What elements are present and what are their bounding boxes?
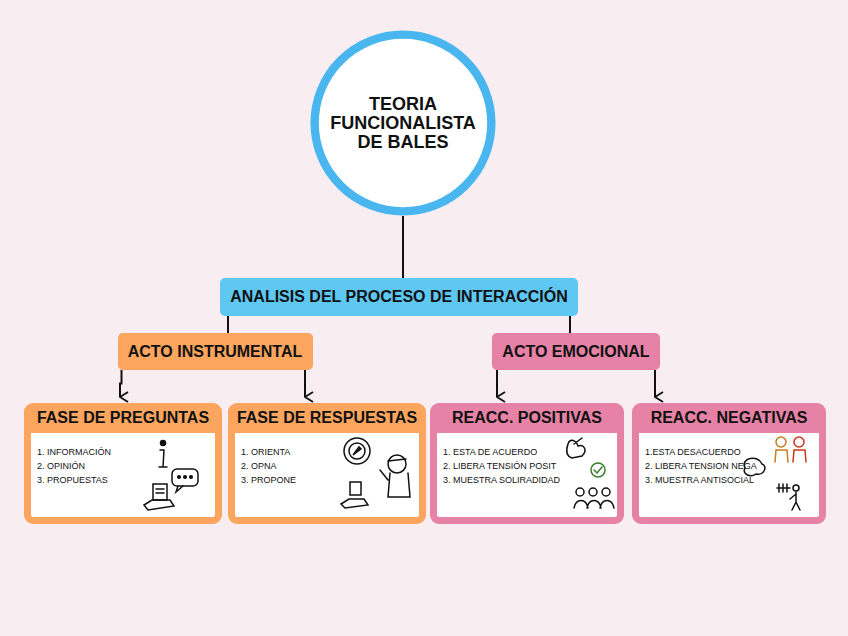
box-body: 1. ESTA DE ACUERDO 2. LIBERA TENSIÓN POSI… — [443, 444, 567, 488]
phase-box: FASE DE PREGUNTAS 1. INFORMACIÓN 2. OPINIÓ… — [24, 403, 222, 524]
node-heading: TEORIA FUNCIONALISTA DE BALES — [328, 95, 478, 152]
connector — [496, 370, 498, 397]
negative-icons — [744, 437, 806, 510]
node-heading: ACTO EMOCIONAL — [502, 343, 649, 361]
list-item: 2. OPINIÓN — [37, 460, 165, 472]
list-item: 3. MUESTRA SOLIRADIDAD — [443, 474, 567, 486]
list-item: 3. PROPUESTAS — [37, 474, 165, 486]
box-header: REACC. NEGATIVAS — [636, 403, 822, 433]
connector — [304, 370, 306, 397]
box-fill — [433, 406, 621, 521]
list-item: 2. OPNA — [241, 460, 369, 472]
list-item: 1. ORIENTA — [241, 446, 369, 458]
reaction-box: REACC. NEGATIVAS 1.ESTA DESACUERDO 2. LIBE… — [632, 403, 826, 524]
list-item: 1.ESTA DESACUERDO — [645, 446, 769, 458]
box-body: 1. INFORMACIÓN 2. OPINIÓN 3. PROPUESTAS — [37, 444, 165, 488]
list-item: 1. INFORMACIÓN — [37, 446, 165, 458]
reaction-box: REACC. POSITIVAS 1. ESTA DE ACUERDO 2. LIB… — [430, 403, 624, 524]
info-icon — [144, 441, 198, 511]
box-body: 1. ORIENTA 2. OPNA 3. PROPONE — [241, 444, 369, 488]
box-header: REACC. POSITIVAS — [434, 403, 620, 433]
box-header: FASE DE PREGUNTAS — [28, 403, 218, 433]
list-item: 3. MUESTRA ANTISOCIAL — [645, 474, 769, 486]
connector — [227, 316, 229, 333]
list-item: 1. ESTA DE ACUERDO — [443, 446, 567, 458]
connector — [569, 316, 571, 333]
phase-box: FASE DE RESPUESTAS 1. ORIENTA 2. OPNA 3. PR… — [228, 403, 426, 524]
compass-person-icon — [341, 438, 410, 508]
analysis-band: ANALISIS DEL PROCESO DE INTERACCIÓN — [220, 278, 578, 316]
node-heading: FASE DE RESPUESTAS — [237, 409, 417, 427]
node-heading: ACTO INSTRUMENTAL — [128, 343, 303, 361]
node-heading: ANALISIS DEL PROCESO DE INTERACCIÓN — [230, 288, 568, 306]
list-item: 3. PROPONE — [241, 474, 369, 486]
title-circle: TEORIA FUNCIONALISTA DE BALES — [310, 30, 496, 216]
box-fill — [635, 406, 823, 521]
list-item: 2. LIBERA TENSIÓN POSIT — [443, 460, 567, 472]
connector — [654, 370, 656, 397]
instrumental-band: ACTO INSTRUMENTAL — [118, 333, 313, 370]
box-header: FASE DE RESPUESTAS — [232, 403, 422, 433]
node-heading: REACC. NEGATIVAS — [651, 409, 808, 427]
box-fill — [27, 406, 219, 521]
connector — [402, 216, 404, 278]
emotional-band: ACTO EMOCIONAL — [492, 333, 660, 370]
node-heading: REACC. POSITIVAS — [452, 409, 602, 427]
list-item: 2. LIBERA TENSION NEGA — [645, 460, 769, 472]
connector — [120, 370, 122, 397]
node-heading: FASE DE PREGUNTAS — [37, 409, 209, 427]
positive-icons — [567, 438, 614, 508]
box-fill — [231, 406, 423, 521]
box-body: 1.ESTA DESACUERDO 2. LIBERA TENSION NEGA 3… — [645, 444, 769, 488]
